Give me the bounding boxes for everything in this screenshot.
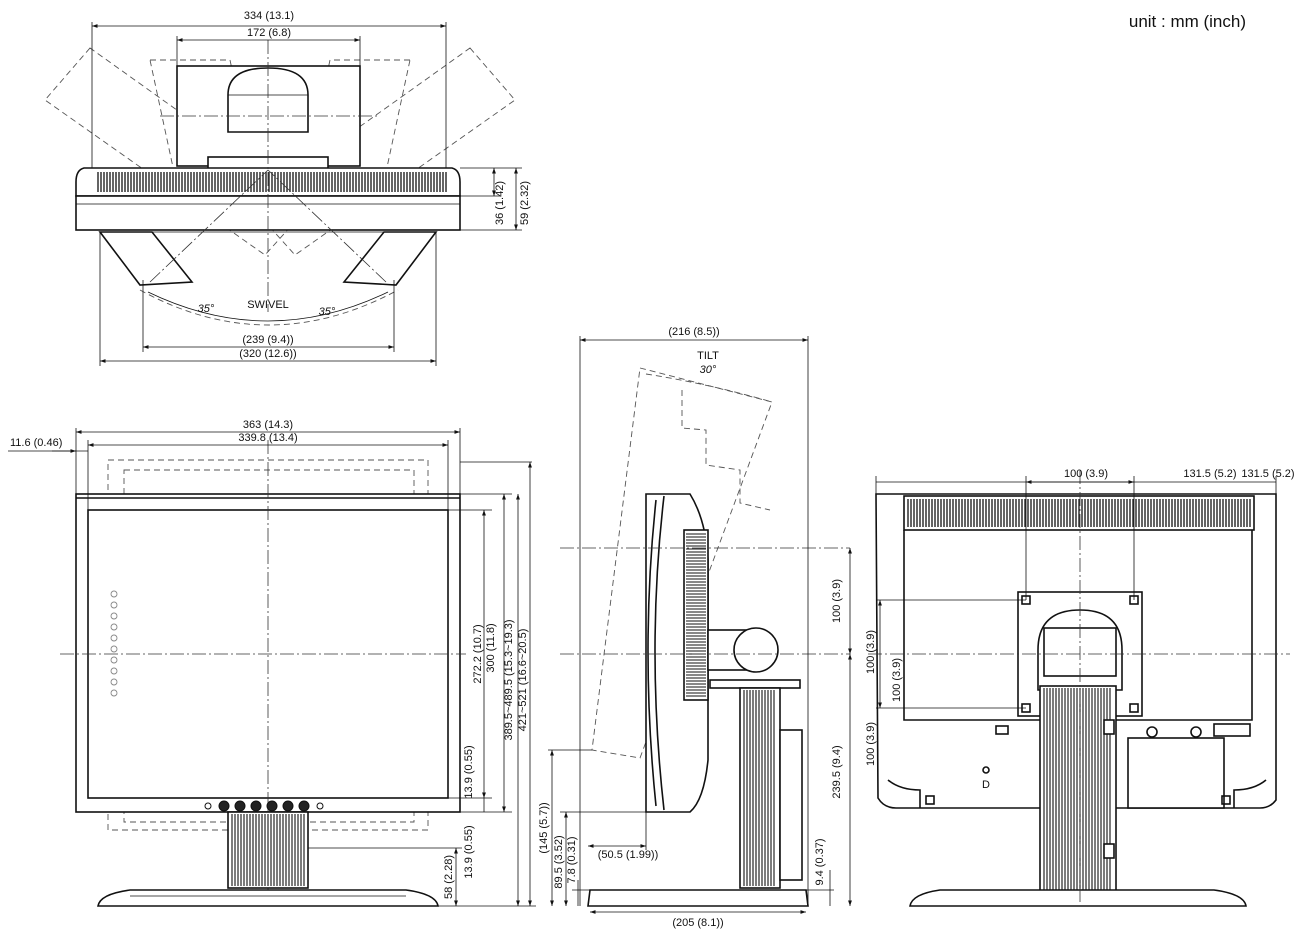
top-view: SWIVEL 35° 35° 334 (13.1) 172 (6.8) 36 (…: [44, 10, 531, 366]
dim-front-width-339: 339.8 (13.4): [238, 432, 297, 444]
dim-side-h-7: 7.8 (0.31): [566, 836, 578, 883]
dim-base-239: (239 (9.4)): [242, 334, 293, 346]
dim-rear-w-131b: 131.5 (5.2): [1241, 468, 1294, 480]
dim-front-h-300: 300 (11.8): [485, 623, 497, 672]
dim-side-h-89: 89.5 (3.52): [553, 835, 565, 888]
stand-column-ribs: [231, 814, 305, 886]
front-control-panel: [204, 800, 324, 812]
dim-side-d-205: (205 (8.1)): [672, 917, 723, 929]
front-control-button: [218, 800, 230, 812]
rear-port-label: D: [982, 779, 990, 791]
dim-side-h-100: 100 (3.9): [831, 579, 843, 623]
side-column-ribs: [743, 690, 775, 886]
dim-top-depth-59: 59 (2.32): [519, 181, 531, 225]
front-control-button: [316, 802, 324, 810]
rear-vent-grille: [907, 499, 1251, 527]
side-button-dot: [110, 623, 118, 631]
dim-front-h-421: 421~521 (16.6~20.5): [517, 629, 529, 732]
tilt-label: TILT: [697, 350, 719, 362]
top-vent-grille: [97, 172, 447, 192]
dim-front-h-58: 58 (2.28): [443, 855, 455, 899]
dim-front-width-363: 363 (14.3): [243, 419, 293, 431]
dim-side-h-239: 239.5 (9.4): [831, 745, 843, 798]
side-button-dot: [110, 590, 118, 598]
dim-top-width-334: 334 (13.1): [244, 10, 294, 22]
tilt-angle: 30°: [700, 364, 717, 376]
unit-label: unit : mm (inch): [1128, 12, 1246, 31]
dim-front-bezel-bottom: 13.9 (0.55): [463, 825, 475, 878]
front-control-button: [204, 802, 212, 810]
dim-side-h-9: 9.4 (0.37): [814, 838, 826, 885]
side-button-dot: [110, 689, 118, 697]
rear-view: D 100 (3.9) 131.5 (5.2) 131.5 (5.2) 100 …: [865, 468, 1295, 907]
dim-base-320: (320 (12.6)): [239, 348, 296, 360]
dim-side-d-50: (50.5 (1.99)): [598, 849, 659, 861]
side-button-dot: [110, 634, 118, 642]
dim-front-h-272: 272.2 (10.7): [472, 624, 484, 683]
side-button-dot: [110, 656, 118, 664]
swivel-label: SWIVEL: [247, 299, 289, 311]
side-button-dot: [110, 678, 118, 686]
dim-top-width-172: 172 (6.8): [247, 27, 291, 39]
dim-rear-w-131a: 131.5 (5.2): [1183, 468, 1236, 480]
swivel-right-angle: 35°: [319, 306, 336, 318]
dim-rear-h-100b: 100 (3.9): [891, 658, 903, 702]
front-control-button: [282, 800, 294, 812]
front-view: 363 (14.3) 339.8 (13.4) 11.6 (0.46) 272.…: [8, 419, 536, 907]
side-view: TILT 30° (216 (8.5)) (145 (5.7)) 89.5 (3…: [538, 326, 852, 929]
side-button-dot: [110, 645, 118, 653]
dim-front-offset-11: 11.6 (0.46): [10, 437, 62, 449]
front-control-button: [298, 800, 310, 812]
side-button-dot: [110, 601, 118, 609]
dim-front-bezel-right: 13.9 (0.55): [463, 745, 475, 798]
side-button-dot: [110, 667, 118, 675]
dim-rear-h-100a: 100 (3.9): [865, 630, 877, 674]
dim-top-depth-36: 36 (1.42): [494, 181, 506, 225]
side-button-dot: [110, 612, 118, 620]
dim-rear-w-100: 100 (3.9): [1064, 468, 1108, 480]
dim-side-h-145: (145 (5.7)): [538, 802, 550, 853]
swivel-left-angle: 35°: [198, 303, 215, 315]
dim-rear-h-100c: 100 (3.9): [865, 722, 877, 766]
dim-side-depth-216: (216 (8.5)): [668, 326, 719, 338]
front-control-button: [266, 800, 278, 812]
side-vent-grille: [686, 533, 706, 697]
front-control-button: [250, 800, 262, 812]
dim-front-h-389: 389.5~489.5 (15.3~19.3): [503, 619, 515, 740]
front-control-button: [234, 800, 246, 812]
side-button-column: [110, 590, 118, 697]
